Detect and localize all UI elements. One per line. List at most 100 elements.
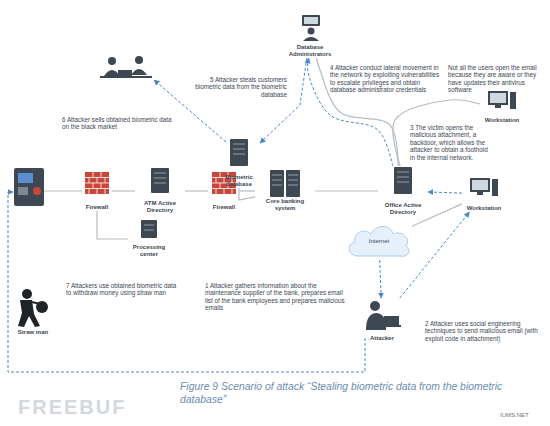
watermark: FREEBUF — [18, 396, 126, 418]
straw-man-icon — [18, 289, 48, 327]
straw-man-icon — [32, 302, 40, 304]
admin-icon — [302, 15, 320, 26]
node-label: Straw man — [18, 329, 48, 336]
workstation-icon — [490, 93, 506, 103]
firewall-node: Firewall — [208, 171, 240, 211]
atm-icon — [18, 187, 28, 195]
atm-wire — [44, 190, 82, 191]
atm-icon — [14, 168, 44, 206]
step-note: Not all the users open the email because… — [448, 64, 543, 94]
node-label: Firewall — [86, 204, 108, 211]
step-note: 4 Attacker conduct lateral movement in t… — [330, 64, 440, 94]
admin-icon — [303, 37, 319, 41]
atm-icon — [18, 173, 33, 183]
server-icon — [394, 167, 412, 194]
cloud-node: Internet — [346, 222, 412, 260]
node-label: Workstation — [467, 205, 502, 212]
workstation-icon — [510, 92, 516, 109]
admin-icon — [308, 28, 315, 35]
black-market-icon — [118, 70, 132, 76]
attack-path — [428, 192, 462, 193]
admin-icon — [304, 17, 318, 24]
node-label: ATM Active Directory — [135, 200, 185, 214]
workstation-icon — [472, 180, 488, 190]
server-icon — [151, 168, 169, 193]
server-icon — [394, 167, 412, 194]
black-market-icon — [131, 69, 147, 75]
person-node: Attacker — [360, 298, 404, 342]
workstation-icon — [488, 91, 508, 105]
black-market-icon — [135, 56, 143, 64]
server-icon — [233, 144, 245, 154]
server-node: Processing center — [128, 220, 170, 258]
node-label: Internet — [369, 238, 389, 245]
node-label: Biometric database — [218, 174, 260, 188]
node-label: Core banking system — [255, 198, 315, 212]
workstation-node: Workstation — [462, 176, 506, 212]
watermark: IUMS.NET — [500, 412, 529, 419]
step-note: 6 Attacker sells obtained biometric data… — [62, 116, 172, 131]
attacker-icon — [370, 301, 380, 311]
person-node: Straw man — [10, 288, 56, 336]
network-link — [239, 188, 255, 200]
node-label: Office Active Directory — [378, 202, 428, 216]
server-icon — [141, 220, 157, 238]
database-node: Biometric database — [218, 138, 260, 188]
firewall-icon — [85, 172, 109, 194]
network-link — [315, 190, 378, 191]
node-label: Database Administrators — [285, 44, 335, 58]
server-node: Core banking system — [255, 170, 315, 212]
withdraw-arrow — [8, 192, 365, 372]
cloud-shape — [349, 227, 409, 257]
workstation-icon — [470, 178, 490, 192]
firewall-node: Firewall — [82, 171, 112, 211]
workstation-icon — [477, 192, 483, 195]
black-market-icon — [108, 57, 116, 65]
server-icon — [230, 139, 248, 166]
server-icon — [230, 139, 248, 166]
node-label: Processing center — [128, 244, 170, 258]
workstation-icon — [492, 179, 498, 196]
server-rack-icon — [286, 170, 300, 197]
attack-path — [380, 260, 381, 298]
server-rack-icon — [272, 175, 298, 185]
attack-path — [400, 212, 470, 298]
figure-caption: Figure 9 Scenario of attack “Stealing bi… — [180, 380, 546, 406]
server-node: Office Active Directory — [378, 166, 428, 216]
attacker-icon — [384, 316, 399, 325]
atm-icon — [14, 168, 44, 206]
straw-man-icon — [22, 289, 32, 299]
step-note: 1 Attacker gathers information about the… — [205, 282, 345, 312]
network-link — [185, 190, 208, 191]
workstation-node: Workstation — [480, 90, 524, 124]
step-note: 3 The victim opens the malicious attachm… — [410, 124, 492, 161]
firewall-icon — [85, 172, 109, 194]
network-link — [112, 190, 135, 191]
server-rack-icon — [270, 170, 300, 197]
server-rack-icon — [270, 170, 284, 197]
server-node: ATM Active Directory — [135, 168, 185, 214]
network-link — [240, 190, 255, 191]
workstation-icon — [470, 178, 498, 196]
server-icon — [154, 173, 166, 183]
attack-path — [260, 58, 307, 143]
black-market-icon — [100, 76, 152, 78]
attacker-icon — [366, 301, 401, 330]
network-link — [97, 211, 128, 239]
attacker-icon — [366, 313, 386, 330]
attacker-icon — [382, 325, 401, 327]
workstation-icon — [488, 91, 516, 109]
firewall-icon — [85, 172, 109, 194]
server-icon — [397, 172, 409, 182]
server-icon — [141, 220, 157, 238]
admin-node: Database Administrators — [285, 14, 335, 58]
black-market-icon — [100, 56, 152, 78]
step-note: 5 Attacker steals customers biometric da… — [192, 76, 287, 98]
black-market-icon — [104, 70, 120, 76]
node-label: Firewall — [213, 204, 235, 211]
server-icon — [144, 225, 154, 230]
node-label: Attacker — [370, 335, 394, 342]
step-note: 2 Attacker uses social engineering techn… — [425, 320, 547, 342]
